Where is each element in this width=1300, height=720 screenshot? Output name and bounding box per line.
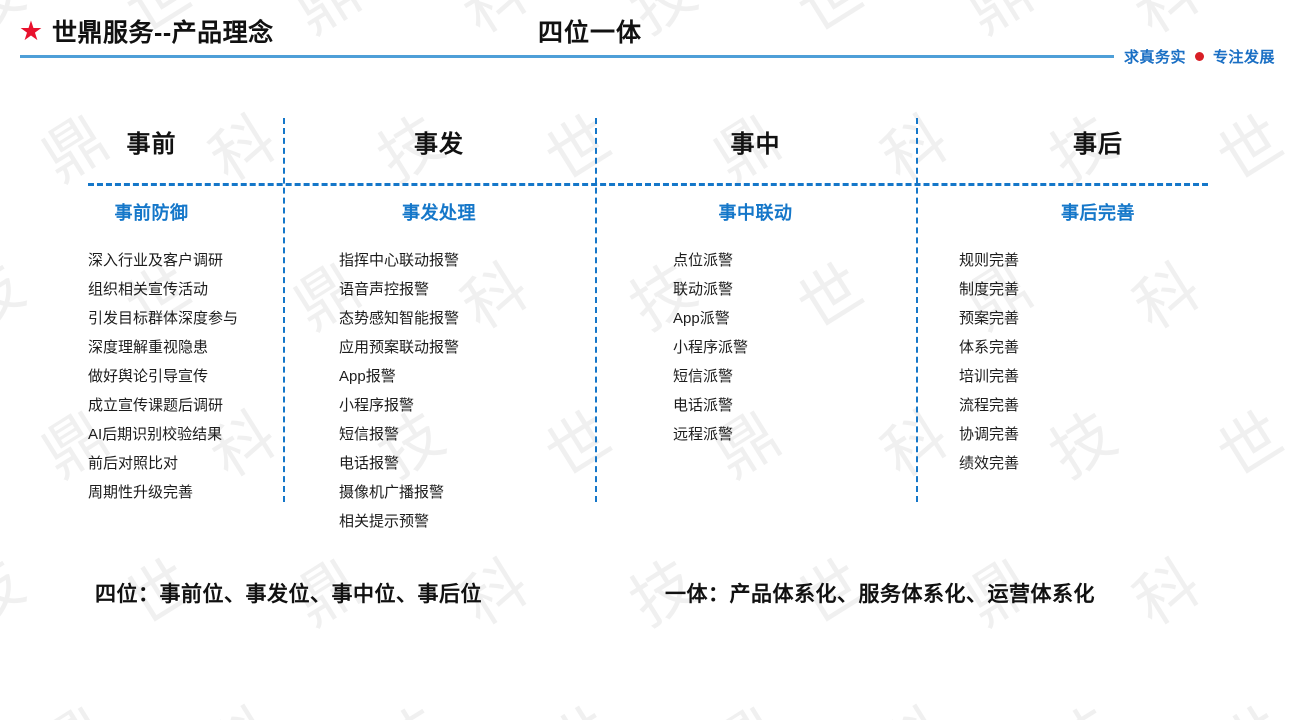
header-rule [20,55,1280,58]
column-shiqian: 事前 事前防御 深入行业及客户调研 组织相关宣传活动 引发目标群体深度参与 深度… [20,128,283,507]
list-item: 体系完善 [959,339,1020,356]
list-item: 规则完善 [959,252,1020,269]
star-icon: ★ [18,16,44,46]
column-heading: 事发 [414,131,464,158]
list-item: 联动派警 [673,281,734,298]
page-title: 世鼎服务--产品理念 [52,19,274,47]
list-item: 前后对照比对 [88,455,179,472]
list-item: 绩效完善 [959,455,1020,472]
column-divider-2 [595,118,597,502]
column-heading: 事前 [126,131,177,158]
list-item: 深度理解重视隐患 [88,339,209,356]
list-item: 成立宣传课题后调研 [88,397,224,414]
list-item: App派警 [673,310,730,327]
list-item: 远程派警 [673,426,734,443]
list-item: 组织相关宣传活动 [88,281,209,298]
list-item: App报警 [339,368,396,385]
list-item: 相关提示预警 [339,513,430,530]
column-shifa: 事发 事发处理 指挥中心联动报警 语音声控报警 态势感知智能报警 应用预案联动报… [283,128,595,536]
list-item: 点位派警 [673,252,734,269]
column-item-list: 深入行业及客户调研 组织相关宣传活动 引发目标群体深度参与 深度理解重视隐患 做… [20,246,283,507]
list-item: 短信派警 [673,368,734,385]
list-item: 流程完善 [959,397,1020,414]
list-item: 摄像机广播报警 [339,484,445,501]
tagline-dot-icon [1194,51,1204,61]
page-subject: 四位一体 [538,19,643,47]
list-item: 指挥中心联动报警 [339,252,460,269]
list-item: 预案完善 [959,310,1020,327]
slide-header: ★ 世鼎服务--产品理念 四位一体 求真务实 专注发展 [0,0,1300,80]
column-subheading: 事发处理 [402,203,476,223]
column-subheading: 事前防御 [114,203,189,223]
tagline-right-text: 专注发展 [1212,48,1275,66]
list-item: 协调完善 [959,426,1020,443]
column-shihou: 事后 事后完善 规则完善 制度完善 预案完善 体系完善 培训完善 流程完善 协调… [916,128,1280,478]
list-item: 态势感知智能报警 [339,310,460,327]
list-item: 小程序报警 [339,397,415,414]
column-item-list: 点位派警 联动派警 App派警 小程序派警 短信派警 电话派警 远程派警 [595,246,916,449]
slide-footer: 四位：事前位、事发位、事中位、事后位 一体：产品体系化、服务体系化、运营体系化 [0,578,1300,612]
list-item: 周期性升级完善 [88,484,194,501]
header-row-divider [88,183,1208,186]
column-subheading: 事后完善 [1061,203,1135,223]
column-item-list: 指挥中心联动报警 语音声控报警 态势感知智能报警 应用预案联动报警 App报警 … [283,246,595,536]
footer-summary-left: 四位：事前位、事发位、事中位、事后位 [95,583,482,606]
list-item: 做好舆论引导宣传 [88,368,209,385]
list-item: 短信报警 [339,426,400,443]
list-item: AI后期识别校验结果 [88,426,223,443]
list-item: 引发目标群体深度参与 [88,310,239,327]
column-divider-1 [283,118,285,502]
column-divider-3 [916,118,918,502]
column-subheading: 事中联动 [718,203,793,223]
column-shizhong: 事中 事中联动 点位派警 联动派警 App派警 小程序派警 短信派警 电话派警 … [595,128,916,449]
list-item: 电话报警 [339,455,400,472]
column-item-list: 规则完善 制度完善 预案完善 体系完善 培训完善 流程完善 协调完善 绩效完善 [916,246,1280,478]
list-item: 小程序派警 [673,339,749,356]
tagline: 求真务实 专注发展 [1113,45,1281,67]
list-item: 培训完善 [959,368,1020,385]
tagline-left-text: 求真务实 [1123,48,1186,66]
list-item: 语音声控报警 [339,281,430,298]
list-item: 电话派警 [673,397,734,414]
column-heading: 事后 [1073,131,1123,158]
list-item: 深入行业及客户调研 [88,252,224,269]
list-item: 制度完善 [959,281,1020,298]
list-item: 应用预案联动报警 [339,339,460,356]
column-heading: 事中 [730,131,781,158]
footer-summary-right: 一体：产品体系化、服务体系化、运营体系化 [665,583,1095,606]
